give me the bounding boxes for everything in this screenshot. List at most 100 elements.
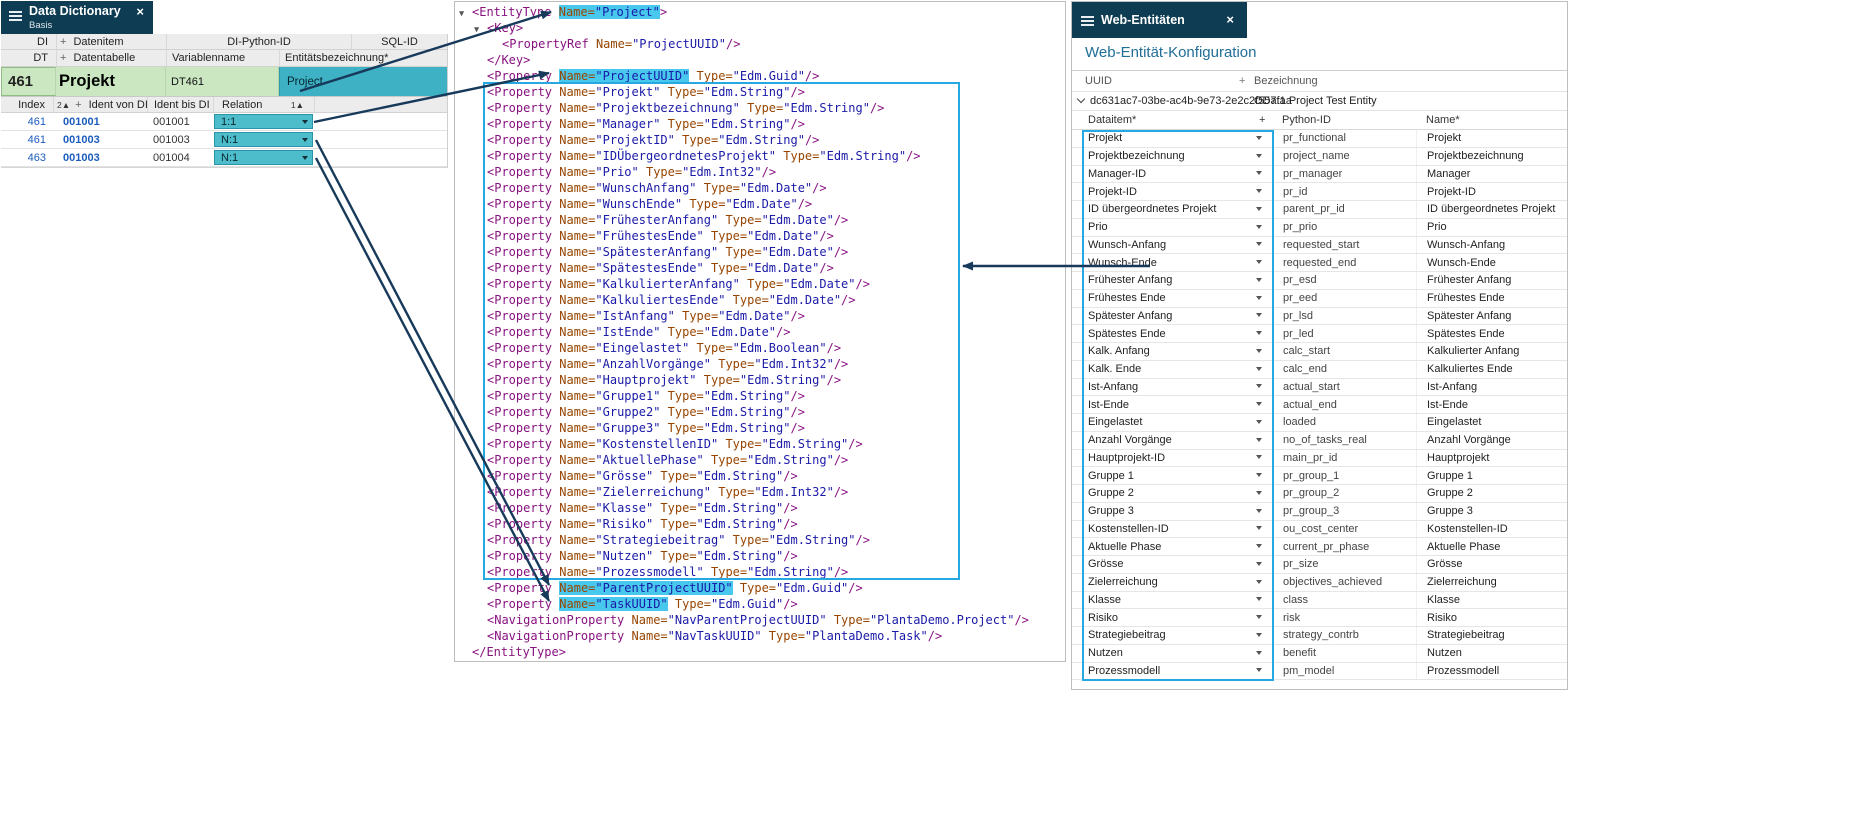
dropdown-icon[interactable] [1256, 419, 1262, 424]
dataitem-select[interactable]: Kalk. Ende [1072, 363, 1272, 375]
dropdown-icon[interactable] [1256, 437, 1262, 442]
dropdown-icon[interactable] [1256, 189, 1262, 194]
dropdown-icon[interactable] [1256, 508, 1262, 513]
relation-dropdown[interactable]: N:1 [214, 150, 313, 165]
dropdown-icon[interactable] [1256, 632, 1262, 637]
filter-plus-icon[interactable]: + [60, 35, 67, 48]
dropdown-icon[interactable] [302, 119, 308, 124]
dataitem-select[interactable]: Manager-ID [1072, 168, 1272, 180]
dropdown-icon[interactable] [1256, 615, 1262, 620]
dropdown-icon[interactable] [1256, 597, 1262, 602]
dropdown-icon[interactable] [1256, 668, 1262, 673]
dropdown-icon[interactable] [1256, 402, 1262, 407]
xml-collapse-toggle-icon[interactable]: ▼ [459, 9, 465, 19]
collapse-entity-icon[interactable] [1076, 94, 1086, 104]
filter-plus-icon[interactable]: + [60, 52, 67, 64]
sort-indicator[interactable]: 2▲ [57, 99, 71, 110]
dropdown-icon[interactable] [1256, 579, 1262, 584]
close-icon[interactable]: × [136, 4, 144, 19]
dropdown-icon[interactable] [1256, 544, 1262, 549]
dataitem-select[interactable]: Ist-Anfang [1072, 381, 1272, 393]
dropdown-icon[interactable] [1256, 526, 1262, 531]
xml-tag: /> [725, 37, 741, 51]
relation-dropdown[interactable]: 1:1 [214, 114, 313, 129]
dropdown-icon[interactable] [1256, 153, 1262, 158]
dataitem-select[interactable]: Eingelastet [1072, 416, 1272, 428]
dropdown-icon[interactable] [1256, 366, 1262, 371]
dataitem-select[interactable]: Spätester Anfang [1072, 310, 1272, 322]
dataitem-select[interactable]: Wunsch-Anfang [1072, 239, 1272, 251]
dropdown-icon[interactable] [1256, 384, 1262, 389]
dataitem-select[interactable]: Gruppe 2 [1072, 487, 1272, 499]
dataitem-select[interactable]: Kostenstellen-ID [1072, 523, 1272, 535]
relation-ident-von[interactable]: 001003 [63, 151, 100, 164]
xml-attribute: Type="Edm.Date" [725, 213, 833, 227]
dropdown-icon[interactable] [1256, 242, 1262, 247]
dataitem-select[interactable]: Aktuelle Phase [1072, 541, 1272, 553]
dropdown-icon[interactable] [1256, 206, 1262, 211]
dataitem-select[interactable]: Spätestes Ende [1072, 328, 1272, 340]
record-di[interactable]: 461 [1, 67, 56, 96]
dataitem-select[interactable]: ID übergeordnetes Projekt [1072, 203, 1272, 215]
record-entity-name[interactable]: Project [279, 67, 447, 96]
dropdown-icon[interactable] [1256, 331, 1262, 336]
dropdown-icon[interactable] [302, 155, 308, 160]
dataitem-value: Kostenstellen-ID [1088, 522, 1169, 535]
dropdown-icon[interactable] [1256, 295, 1262, 300]
menu-icon[interactable] [1081, 16, 1094, 28]
relation-ident-von[interactable]: 001003 [63, 133, 100, 146]
xml-attribute: Type="Edm.String" [660, 501, 783, 515]
dataitem-select[interactable]: Risiko [1072, 612, 1272, 624]
dataitem-select[interactable]: Gruppe 3 [1072, 505, 1272, 517]
dropdown-icon[interactable] [1256, 455, 1262, 460]
dropdown-icon[interactable] [1256, 277, 1262, 282]
dataitem-select[interactable]: Frühestes Ende [1072, 292, 1272, 304]
dropdown-icon[interactable] [1256, 561, 1262, 566]
dataitem-select[interactable]: Zielerreichung [1072, 576, 1272, 588]
xml-tag: <Property [487, 261, 553, 275]
xml-attribute-name: Name= [559, 373, 596, 387]
relation-index[interactable]: 461 [27, 133, 46, 146]
filter-plus-icon[interactable]: + [75, 98, 82, 111]
dataitem-select[interactable]: Nutzen [1072, 647, 1272, 659]
dataitem-select[interactable]: Frühester Anfang [1072, 274, 1272, 286]
relation-dropdown[interactable]: N:1 [214, 132, 313, 147]
dataitem-select[interactable]: Prozessmodell [1072, 665, 1272, 677]
dropdown-icon[interactable] [1256, 650, 1262, 655]
dataitem-select[interactable]: Projektbezeichnung [1072, 150, 1272, 162]
dataitem-select[interactable]: Anzahl Vorgänge [1072, 434, 1272, 446]
dataitem-select[interactable]: Klasse [1072, 594, 1272, 606]
relation-index[interactable]: 463 [27, 151, 46, 164]
xml-attribute-value: "TaskUUID" [595, 597, 668, 611]
dataitem-select[interactable]: Projekt [1072, 132, 1272, 144]
dataitem-select[interactable]: Wunsch-Ende [1072, 257, 1272, 269]
name-value: Anzahl Vorgänge [1416, 431, 1567, 449]
dataitem-select[interactable]: Grösse [1072, 558, 1272, 570]
dropdown-icon[interactable] [1256, 490, 1262, 495]
dropdown-icon[interactable] [1256, 260, 1262, 265]
dropdown-icon[interactable] [1256, 135, 1262, 140]
menu-icon[interactable] [9, 11, 22, 23]
dropdown-icon[interactable] [302, 137, 308, 142]
dataitem-select[interactable]: Kalk. Anfang [1072, 345, 1272, 357]
dataitem-select[interactable]: Strategiebeitrag [1072, 629, 1272, 641]
dropdown-icon[interactable] [1256, 171, 1262, 176]
dataitem-select[interactable]: Ist-Ende [1072, 399, 1272, 411]
filter-plus-icon[interactable]: + [1259, 114, 1266, 126]
dropdown-icon[interactable] [1256, 224, 1262, 229]
dataitem-select[interactable]: Projekt-ID [1072, 186, 1272, 198]
sort-indicator[interactable]: 1▲ [290, 99, 304, 110]
dropdown-icon[interactable] [1256, 473, 1262, 478]
relation-ident-von[interactable]: 001001 [63, 115, 100, 128]
filter-plus-icon[interactable]: + [1239, 75, 1246, 87]
dataitem-select[interactable]: Gruppe 1 [1072, 470, 1272, 482]
dataitem-select[interactable]: Prio [1072, 221, 1272, 233]
close-icon[interactable]: × [1226, 12, 1234, 27]
dropdown-icon[interactable] [1256, 348, 1262, 353]
xml-collapse-toggle-icon[interactable]: ▼ [474, 25, 480, 35]
dropdown-icon[interactable] [1256, 313, 1262, 318]
dataitem-select[interactable]: Hauptprojekt-ID [1072, 452, 1272, 464]
relation-index[interactable]: 461 [27, 115, 46, 128]
